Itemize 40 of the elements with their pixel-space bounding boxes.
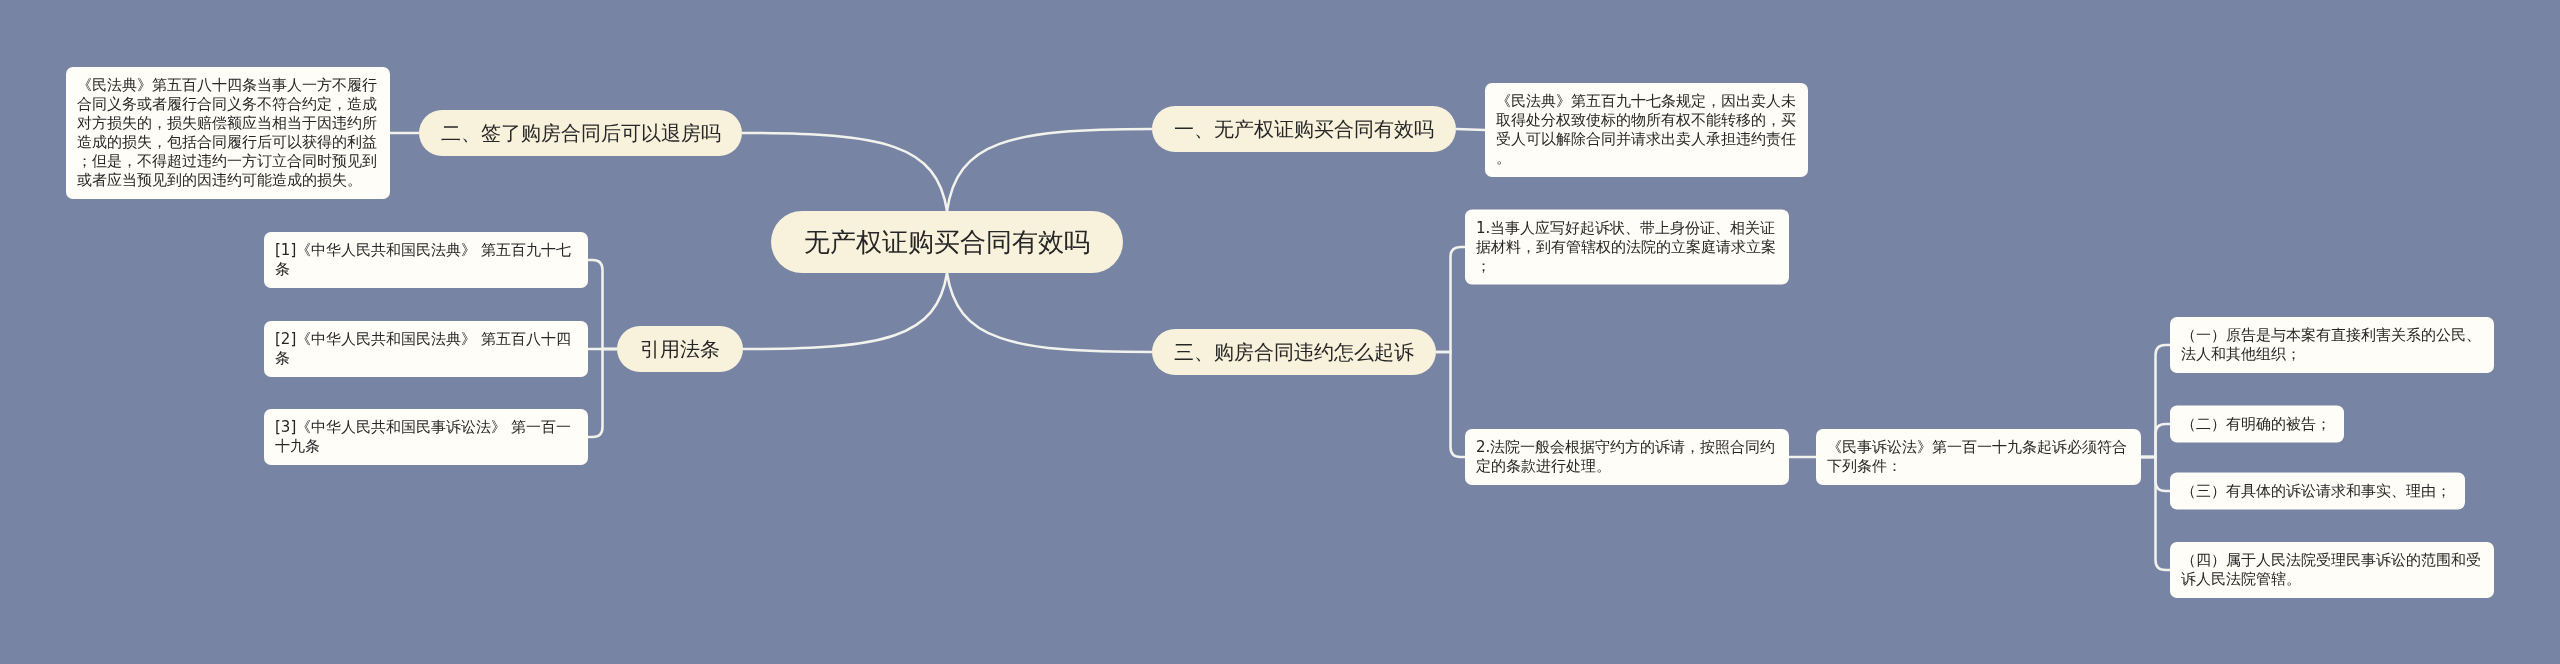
connector-line <box>390 131 419 135</box>
note-text: [2]《中华人民共和国民法典》 第五百八十四条 <box>275 330 572 368</box>
note-text: （三）有具体的诉讼请求和事实、理由； <box>2181 481 2452 501</box>
note-card <box>264 321 588 377</box>
note-card <box>1465 429 1789 485</box>
note-card <box>2170 317 2494 373</box>
note-card <box>264 232 588 288</box>
note-card <box>264 409 588 465</box>
note-card <box>66 67 390 199</box>
note-text: 《民法典》第五百八十四条当事人一方不履行合同义务或者履行合同义务不符合约定，造成对方损失的，损失赔偿额应当相当于因违约所造成的损失，包括合同履行后可以获得的利益；但是，不得超过违约一方订立合同时预见到或者应当预见到的因违约可能造成的损失。 <box>77 76 378 190</box>
note-text: 《民事诉讼法》第一百一十九条起诉必须符合下列条件： <box>1827 438 2128 476</box>
note-text: 1.当事人应写好起诉状、带上身份证、相关证据材料，到有管辖权的法院的立案庭请求立案； <box>1476 218 1777 276</box>
topic-text: 三、购房合同违约怎么起诉 <box>1174 339 1414 365</box>
note-text: （一）原告是与本案有直接利害关系的公民、法人和其他组织； <box>2181 326 2482 364</box>
note-card <box>2170 405 2344 443</box>
note-text: （二）有明确的被告； <box>2181 414 2332 434</box>
branch-topic <box>419 110 742 156</box>
connector-line <box>945 272 1152 354</box>
connector-line <box>1455 127 1486 132</box>
connector-line <box>1789 455 1816 459</box>
note-card <box>1816 429 2141 485</box>
connector-line <box>743 272 949 351</box>
note-text: [3]《中华人民共和国民事诉讼法》 第一百一十九条 <box>275 418 572 456</box>
note-card <box>2170 542 2494 598</box>
note-card <box>2170 472 2465 510</box>
note-card <box>1465 209 1789 285</box>
topic-text: 无产权证购买合同有效吗 <box>803 226 1091 259</box>
connector-line <box>945 127 1152 212</box>
note-card <box>1485 83 1808 177</box>
note-text: [1]《中华人民共和国民法典》 第五百九十七条 <box>275 241 572 279</box>
note-text: 《民法典》第五百九十七条规定，因出卖人未取得处分权致使标的物所有权不能转移的，买受人可以解除合同并请求出卖人承担违约责任。 <box>1496 92 1797 168</box>
topic-text: 一、无产权证购买合同有效吗 <box>1174 116 1434 142</box>
topic-text: 二、签了购房合同后可以退房吗 <box>441 120 720 146</box>
branch-topic <box>1152 106 1456 152</box>
connector-line <box>742 131 949 212</box>
note-text: （四）属于人民法院受理民事诉讼的范围和受诉人民法院管辖。 <box>2181 551 2482 589</box>
branch-topic <box>617 326 743 372</box>
note-text: 2.法院一般会根据守约方的诉请，按照合同约定的条款进行处理。 <box>1476 438 1777 476</box>
topic-text: 引用法条 <box>639 336 721 362</box>
branch-topic <box>1152 329 1436 375</box>
